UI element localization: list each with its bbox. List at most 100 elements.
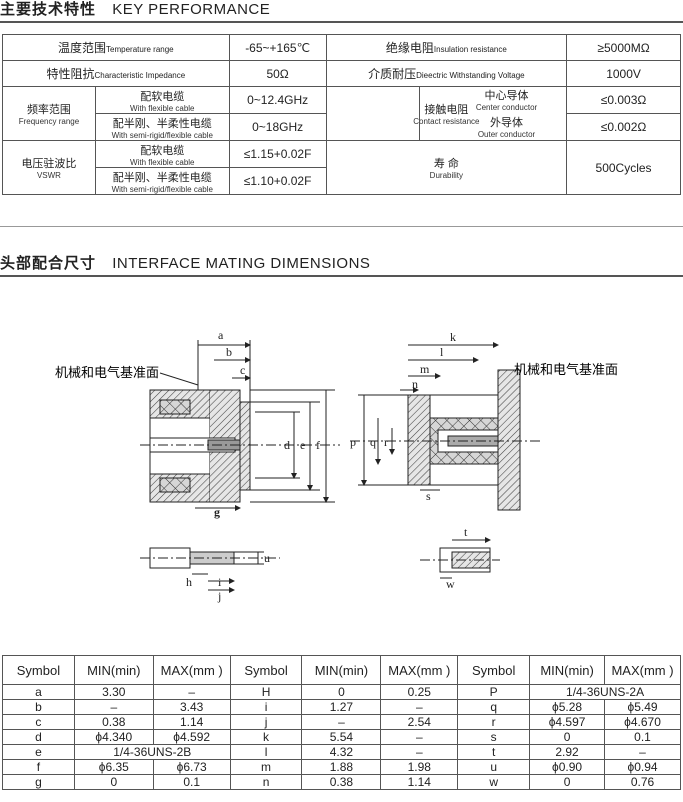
dims-cell: d	[2, 729, 75, 745]
dim-letter-b: b	[226, 345, 232, 359]
dims-cell: 0.38	[301, 774, 382, 790]
section-title-en: KEY PERFORMANCE	[112, 1, 271, 18]
section-divider	[0, 21, 683, 23]
dim-letter-w: w	[446, 577, 455, 591]
dims-cell: ϕ6.35	[73, 759, 154, 775]
dim-letter-f: f	[316, 438, 320, 452]
freq-semi-label: 配半刚、半柔性电缆 With semi-rigid/flexible cable	[94, 113, 230, 141]
dim-letter-g: g	[214, 505, 220, 519]
dims-cell: ϕ4.670	[604, 714, 681, 730]
dims-cell: u	[457, 759, 531, 775]
dim-letter-t: t	[464, 525, 468, 539]
dims-cell: q	[457, 699, 531, 715]
dims-cell: ϕ5.49	[604, 699, 681, 715]
dim-letter-k: k	[450, 330, 456, 344]
dims-cell: 2.92	[529, 744, 606, 760]
dims-cell: 0.76	[604, 774, 681, 790]
impedance-label: 特性阻抗Characteristic Impedance	[2, 60, 230, 87]
dims-cell: ϕ6.73	[152, 759, 231, 775]
dims-cell: w	[457, 774, 531, 790]
insulation-value: ≥5000MΩ	[566, 34, 681, 61]
temp-value: -65~+165℃	[228, 34, 327, 61]
insulation-label: 绝缘电阻Insulation resistance	[325, 34, 568, 61]
dims-cell: a	[2, 684, 75, 700]
dims-cell: –	[380, 744, 459, 760]
dim-letter-s: s	[426, 489, 431, 503]
section-title-dimensions: 头部配合尺寸 INTERFACE MATING DIMENSIONS	[0, 254, 370, 274]
dims-cell: ϕ0.94	[604, 759, 681, 775]
frequency-label: 频率范围 Frequency range	[2, 86, 96, 141]
dims-cell: g	[2, 774, 75, 790]
dims-cell: –	[380, 729, 459, 745]
dims-cell: m	[229, 759, 303, 775]
dim-letter-e: e	[300, 438, 305, 452]
vswr-flex-label: 配软电缆 With flexible cable	[94, 140, 230, 168]
dims-cell: 0	[529, 729, 606, 745]
section-title-en-2: INTERFACE MATING DIMENSIONS	[112, 255, 371, 272]
dim-letter-p: p	[350, 435, 356, 449]
dims-cell: j	[229, 714, 303, 730]
freq-flex-value: 0~12.4GHz	[228, 86, 327, 114]
dim-letter-c: c	[240, 363, 245, 377]
dims-cell: t	[457, 744, 531, 760]
dims-cell: –	[152, 684, 231, 700]
dim-letter-r: r	[384, 435, 388, 449]
dims-cell: 1.14	[380, 774, 459, 790]
dim-letter-a: a	[218, 328, 224, 342]
dims-cell: 1/4-36UNS-2B	[73, 744, 231, 760]
dims-header-cell: MIN(min)	[301, 655, 382, 685]
section-title-zh: 主要技术特性	[0, 1, 97, 18]
dims-cell: c	[2, 714, 75, 730]
dims-cell: 1/4-36UNS-2A	[529, 684, 681, 700]
dims-header-cell: MAX(mm )	[604, 655, 681, 685]
dims-cell: 4.32	[301, 744, 382, 760]
performance-table: 温度范围Temperature range -65~+165℃ 绝缘电阻Insu…	[2, 34, 681, 195]
dims-cell: f	[2, 759, 75, 775]
dim-letter-l: l	[440, 345, 444, 359]
dims-cell: 5.54	[301, 729, 382, 745]
dims-cell: –	[73, 699, 154, 715]
dims-cell: 0.1	[604, 729, 681, 745]
dim-letter-i: i	[218, 575, 222, 589]
contact-center-sublabel: 中心导体 Center conductor	[475, 90, 538, 112]
dims-cell: 0	[73, 774, 154, 790]
dims-cell: 1.27	[301, 699, 382, 715]
dim-letter-n: n	[412, 377, 418, 391]
vswr-label: 电压驻波比 VSWR	[2, 140, 96, 195]
vswr-flex-value: ≤1.15+0.02F	[228, 140, 327, 168]
vswr-semi-value: ≤1.10+0.02F	[228, 167, 327, 195]
dims-cell: r	[457, 714, 531, 730]
section-title-performance: 主要技术特性 KEY PERFORMANCE	[0, 0, 270, 20]
dims-header-cell: MIN(min)	[73, 655, 154, 685]
dims-cell: 2.54	[380, 714, 459, 730]
dims-cell: e	[2, 744, 75, 760]
contact-divider	[419, 87, 420, 141]
vswr-semi-label: 配半刚、半柔性电缆 With semi-rigid/flexible cable	[94, 167, 230, 195]
contact-label: 接触电阻 Contact resistance	[325, 86, 568, 141]
dims-cell: ϕ5.28	[529, 699, 606, 715]
temp-label: 温度范围Temperature range	[2, 34, 230, 61]
dims-cell: P	[457, 684, 531, 700]
impedance-value: 50Ω	[228, 60, 327, 87]
contact-center-value: ≤0.003Ω	[566, 86, 681, 114]
dim-letter-h: h	[186, 575, 192, 589]
dims-cell: 1.14	[152, 714, 231, 730]
dims-cell: 3.30	[73, 684, 154, 700]
dims-cell: 3.43	[152, 699, 231, 715]
contact-outer-sublabel: 外导体 Outer conductor	[477, 117, 536, 139]
dims-cell: –	[380, 699, 459, 715]
withstanding-label: 介质耐压Dieectric Withstanding Voltage	[325, 60, 568, 87]
dims-cell: 0	[529, 774, 606, 790]
dims-cell: 1.98	[380, 759, 459, 775]
dims-cell: k	[229, 729, 303, 745]
dims-cell: –	[604, 744, 681, 760]
dims-header-cell: MIN(min)	[529, 655, 606, 685]
dim-letter-q: q	[370, 435, 376, 449]
